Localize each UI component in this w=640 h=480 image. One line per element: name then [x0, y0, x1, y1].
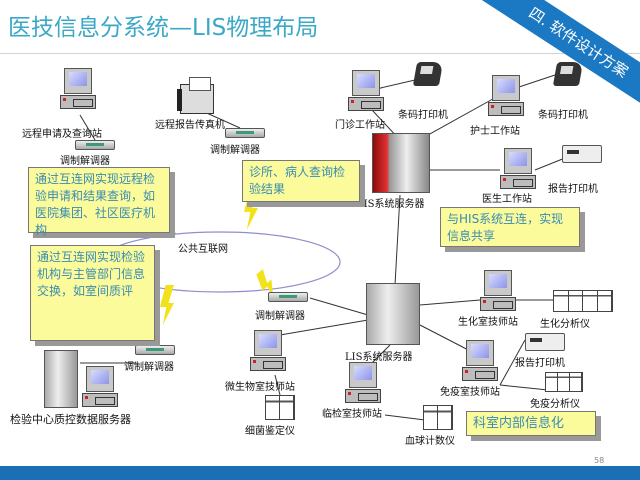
callout-clinic: 诊所、病人查询检验结果 — [242, 160, 360, 202]
report-printer-label: 报告打印机 — [548, 184, 598, 195]
callout-dept: 科室内部信息化 — [466, 411, 596, 436]
computer-icon — [82, 366, 118, 410]
modem-icon — [268, 292, 308, 302]
blood-counter-icon — [423, 405, 453, 430]
modem-icon — [225, 128, 265, 138]
biochem-analyzer-icon — [553, 290, 613, 312]
remote-query-label: 远程申请及查询站 — [22, 129, 102, 140]
callout-exchange: 通过互连网实现检验机构与主管部门信息交换，如室间质评 — [30, 245, 155, 341]
barcode-printer-label: 条码打印机 — [538, 110, 588, 121]
modem-label: 调制解调器 — [124, 362, 174, 373]
doctor-label: 医生工作站 — [482, 194, 532, 205]
title-divider — [0, 53, 640, 54]
callout-remote: 通过互连网实现远程检验申请和结果查询，如医院集团、社区医疗机构 — [28, 167, 170, 237]
slide-title: 医技信息分系统—LIS物理布局 — [8, 15, 319, 41]
bacteria-label: 细菌鉴定仪 — [245, 426, 295, 437]
barcode-printer-icon — [552, 62, 584, 86]
callout-his: 与HIS系统互连，实现信息共享 — [440, 207, 580, 247]
barcode-printer-label: 条码打印机 — [398, 110, 448, 121]
qc-server-icon — [44, 350, 78, 408]
lis-server-icon — [366, 283, 420, 345]
computer-icon — [345, 362, 381, 406]
modem-label: 调制解调器 — [60, 156, 110, 167]
fax-icon — [177, 77, 214, 114]
qc-server-label: 检验中心质控数据服务器 — [10, 413, 131, 426]
modem-label: 调制解调器 — [210, 145, 260, 156]
computer-icon — [60, 68, 96, 112]
biochem-label: 生化室技师站 — [458, 317, 518, 328]
immune-label: 免疫室技师站 — [440, 387, 500, 398]
micro-label: 微生物室技师站 — [225, 382, 295, 393]
his-server-icon — [372, 133, 430, 193]
nurse-label: 护士工作站 — [470, 126, 520, 137]
immune-analyzer-icon — [545, 372, 583, 392]
modem-icon — [75, 140, 115, 150]
remote-fax-label: 远程报告传真机 — [155, 120, 225, 131]
page-number: 58 — [594, 456, 605, 465]
report-printer-icon — [562, 145, 602, 163]
immune-analyzer-label: 免疫分析仪 — [530, 399, 580, 410]
internet-label: 公共互联网 — [178, 244, 228, 255]
computer-icon — [250, 330, 286, 374]
computer-icon — [462, 340, 498, 384]
lis-server-label: LIS系统服务器 — [345, 352, 413, 363]
footer-bar — [0, 466, 640, 480]
computer-icon — [500, 148, 536, 192]
outpatient-label: 门诊工作站 — [335, 120, 385, 131]
barcode-printer-icon — [412, 62, 444, 86]
modem-label: 调制解调器 — [255, 311, 305, 322]
bacteria-instrument-icon — [265, 395, 295, 420]
report-printer-label: 报告打印机 — [515, 358, 565, 369]
biochem-analyzer-label: 生化分析仪 — [540, 319, 590, 330]
computer-icon — [488, 75, 524, 119]
computer-icon — [480, 270, 516, 314]
report-printer-icon — [525, 333, 565, 351]
clinical-label: 临检室技师站 — [322, 409, 382, 420]
his-server-label: HIS系统服务器 — [355, 199, 425, 210]
computer-icon — [348, 70, 384, 114]
modem-icon — [135, 345, 175, 355]
blood-label: 血球计数仪 — [405, 436, 455, 447]
